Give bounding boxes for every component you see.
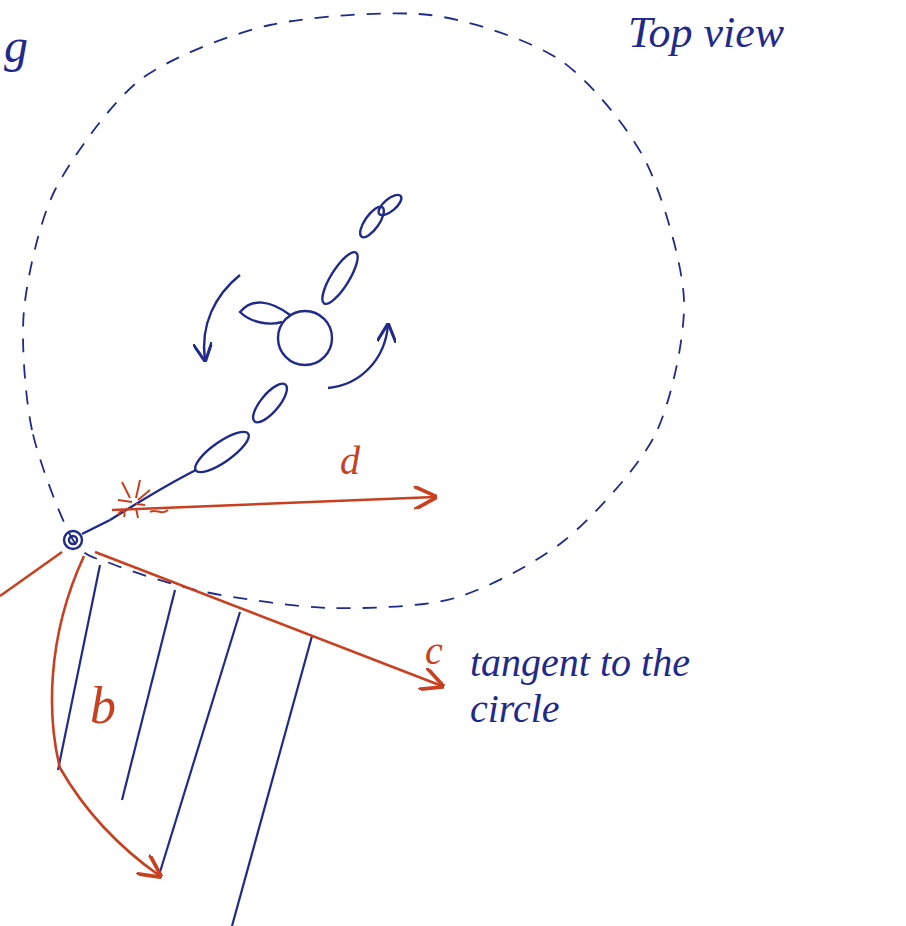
arrow-letter: c — [425, 628, 443, 674]
release-spark — [118, 480, 168, 518]
partial-word: g — [4, 18, 28, 73]
arrow-letter: b — [90, 676, 116, 736]
throwing-circle — [23, 13, 684, 608]
arrow-letter: d — [340, 438, 360, 484]
hatch-lines — [58, 565, 312, 926]
thrower-figure — [64, 191, 405, 549]
view-title: Top view — [628, 8, 784, 59]
annotation-note: tangent to the circle — [470, 640, 770, 732]
rotation-arrows — [204, 275, 388, 388]
direction-arrows — [0, 497, 442, 876]
